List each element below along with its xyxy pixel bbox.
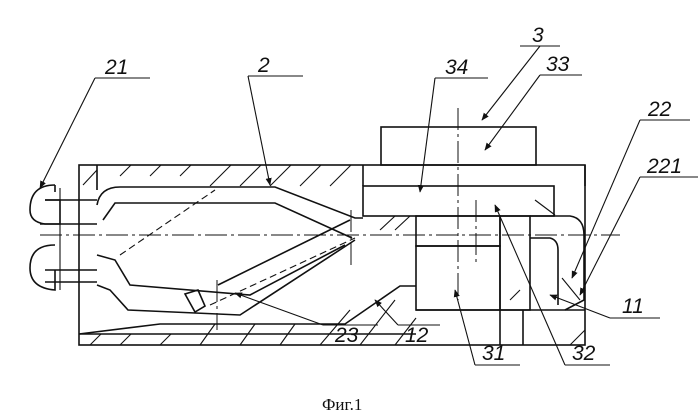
label-12: 12 bbox=[405, 324, 429, 347]
terminal-pins bbox=[30, 185, 97, 290]
label-2: 2 bbox=[257, 54, 270, 77]
label-31: 31 bbox=[482, 342, 505, 365]
label-34: 34 bbox=[445, 56, 468, 79]
center-lines bbox=[40, 108, 620, 330]
label-33: 33 bbox=[546, 53, 570, 76]
figure-caption: Фиг.1 bbox=[322, 395, 362, 414]
top-block bbox=[363, 127, 585, 216]
label-23: 23 bbox=[334, 324, 359, 347]
label-3: 3 bbox=[532, 24, 544, 47]
label-11: 11 bbox=[622, 295, 644, 318]
label-22: 22 bbox=[647, 98, 672, 121]
label-221: 221 bbox=[646, 155, 682, 178]
label-21: 21 bbox=[104, 56, 128, 79]
leader-lines bbox=[40, 46, 698, 365]
contact-element bbox=[97, 187, 363, 315]
label-32: 32 bbox=[572, 342, 596, 365]
